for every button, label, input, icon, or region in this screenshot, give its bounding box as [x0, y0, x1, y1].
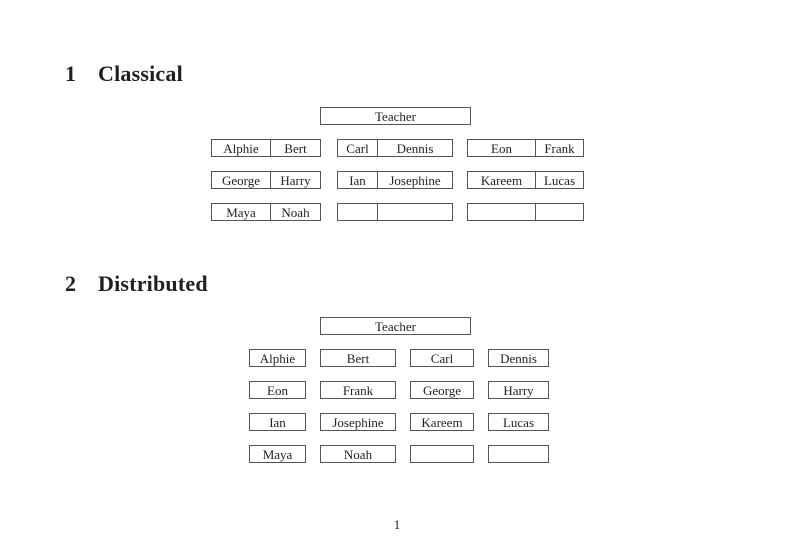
seat-cell — [378, 204, 452, 220]
seat-cell: Maya — [262, 446, 293, 462]
seat-cell: Lucas — [543, 172, 576, 188]
desk-pair-box-empty — [467, 203, 584, 221]
seat-cell: Ian — [338, 172, 378, 188]
seat-cell — [338, 204, 378, 220]
desk-box-empty — [410, 445, 474, 463]
seat-cell — [536, 204, 583, 220]
section-heading-classical: 1 Classical — [65, 61, 183, 87]
section-number: 1 — [65, 61, 77, 86]
section-title: Distributed — [98, 271, 208, 296]
desk-box-empty — [488, 445, 549, 463]
seat-cell — [411, 446, 473, 462]
seat-cell: Noah — [281, 204, 310, 220]
seat-cell — [489, 446, 548, 462]
teacher-box-distributed: Teacher — [320, 317, 471, 335]
section-heading-distributed: 2 Distributed — [65, 271, 208, 297]
seat-cell: Alphie — [259, 350, 296, 366]
seat-cell: Lucas — [502, 414, 535, 430]
seat-cell: Noah — [343, 446, 373, 462]
teacher-box-classical: Teacher — [320, 107, 471, 125]
desk-pair-box: Ian Josephine — [337, 171, 453, 189]
seat-cell: Josephine — [332, 414, 384, 430]
seat-cell: Frank — [544, 140, 575, 156]
seat-cell: Carl — [338, 140, 378, 156]
desk-box: Frank — [320, 381, 396, 399]
seat-cell: Kareem — [421, 414, 463, 430]
desk-pair-box: Maya Noah — [211, 203, 321, 221]
seat-cell: Bert — [346, 350, 370, 366]
seat-cell — [468, 204, 536, 220]
teacher-label: Teacher — [375, 108, 416, 124]
seat-cell: George — [212, 172, 271, 188]
desk-box: Bert — [320, 349, 396, 367]
desk-pair-box: Kareem Lucas — [467, 171, 584, 189]
seat-cell: Ian — [269, 414, 286, 430]
desk-box: Carl — [410, 349, 474, 367]
seat-cell: Bert — [284, 140, 307, 156]
teacher-label: Teacher — [375, 318, 416, 334]
seat-cell: Josephine — [389, 172, 441, 188]
seat-cell: Alphie — [212, 140, 271, 156]
section-title: Classical — [98, 61, 183, 86]
desk-box: Alphie — [249, 349, 306, 367]
desk-box: Lucas — [488, 413, 549, 431]
seat-cell: Dennis — [500, 350, 537, 366]
desk-box: Josephine — [320, 413, 396, 431]
desk-box: Noah — [320, 445, 396, 463]
desk-pair-box-empty — [337, 203, 453, 221]
seat-cell: Maya — [212, 204, 271, 220]
desk-pair-box: Alphie Bert — [211, 139, 321, 157]
seat-cell: Dennis — [396, 140, 434, 156]
desk-box: Ian — [249, 413, 306, 431]
seat-cell: Kareem — [468, 172, 536, 188]
seat-cell: Carl — [430, 350, 454, 366]
desk-pair-box: Eon Frank — [467, 139, 584, 157]
desk-box: Eon — [249, 381, 306, 399]
desk-box: Kareem — [410, 413, 474, 431]
section-number: 2 — [65, 271, 77, 296]
seat-cell: Eon — [468, 140, 536, 156]
desk-pair-box: Carl Dennis — [337, 139, 453, 157]
desk-box: Maya — [249, 445, 306, 463]
page-number: 1 — [393, 517, 401, 532]
desk-pair-box: George Harry — [211, 171, 321, 189]
desk-box: Harry — [488, 381, 549, 399]
seat-cell: Eon — [267, 382, 288, 398]
desk-box: Dennis — [488, 349, 549, 367]
seat-cell: George — [422, 382, 462, 398]
seat-cell: Harry — [503, 382, 534, 398]
desk-box: George — [410, 381, 474, 399]
seat-cell: Harry — [280, 172, 311, 188]
seat-cell: Frank — [342, 382, 374, 398]
